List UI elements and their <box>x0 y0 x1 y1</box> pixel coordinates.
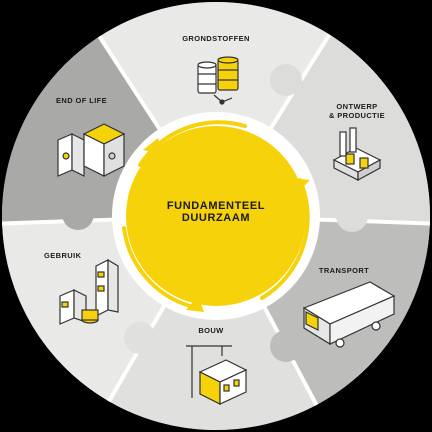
label-ontwerp-productie: ONTWERP & PRODUCTIE <box>322 102 392 120</box>
center-title-line2: DUURZAAM <box>181 212 251 224</box>
puzzle-knob <box>62 198 94 230</box>
center-title-line1: FUNDAMENTEEL <box>166 200 266 212</box>
label-bouw: BOUW <box>198 326 224 335</box>
center-title: FUNDAMENTEEL DUURZAAM <box>146 200 286 224</box>
label-ontwerp-line1: ONTWERP <box>336 102 378 111</box>
segment-bouw <box>109 216 317 430</box>
buildings-icon <box>59 258 119 325</box>
factory-icon <box>332 127 382 182</box>
segment-grondstoffen <box>99 1 330 216</box>
arrowhead <box>186 296 204 312</box>
puzzle-knobs <box>62 64 368 362</box>
cycle-arrows <box>122 120 310 308</box>
cycle-arrow <box>138 120 247 167</box>
cycle-arrow <box>260 178 310 300</box>
puzzle-knob <box>270 64 302 96</box>
label-ontwerp-line2: & PRODUCTIE <box>328 111 386 120</box>
label-gebruik: GEBRUIK <box>44 251 82 260</box>
truck-icon <box>302 281 396 348</box>
puzzle-knob <box>124 322 156 354</box>
cycle-arrow <box>122 226 192 308</box>
puzzle-knob <box>336 200 368 232</box>
construction-icon <box>186 345 248 405</box>
label-end-of-life: END OF LIFE <box>56 96 108 105</box>
puzzle-knob <box>270 330 302 362</box>
puzzle-knob <box>134 66 166 98</box>
arrowhead <box>292 178 310 192</box>
center-disk <box>126 126 306 306</box>
barrels-icon <box>197 56 239 105</box>
cycle-arrowheads <box>143 138 310 312</box>
label-grondstoffen: GRONDSTOFFEN <box>182 34 250 43</box>
arrowhead <box>143 138 162 154</box>
label-transport: TRANSPORT <box>318 266 370 275</box>
recycle-bins-icon <box>57 123 126 177</box>
